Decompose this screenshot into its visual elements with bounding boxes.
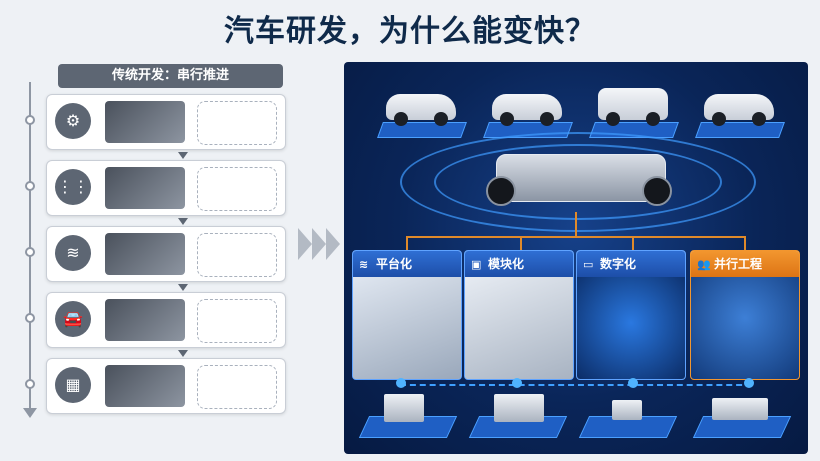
modules-image [465,277,573,379]
layers-icon: ≋ [359,258,369,271]
down-arrow-icon [178,284,188,291]
down-arrow-icon [178,218,188,225]
network-node [396,378,406,388]
robot-arms-image [578,390,678,440]
ecu-module-image [105,365,185,407]
chassis-image [105,233,185,275]
van-image [589,82,679,138]
connector-line [520,236,522,250]
stage-transmission: ⋮⋮ [46,160,286,216]
timeline-dot [25,379,35,389]
network-node [512,378,522,388]
stage-engine: ⚙ [46,94,286,150]
timeline-dot [25,115,35,125]
suv-image [483,82,573,138]
timeline-dot [25,313,35,323]
chassis-sketch-image [197,167,277,211]
gearshift-icon: ⋮⋮ [55,169,91,205]
car-body-icon: 🚘 [55,301,91,337]
card-digital-label: 数字化 [600,257,637,271]
car-sketch-image [197,101,277,145]
chevron-right-icon [326,228,340,260]
connector-line [406,236,408,250]
wheel-image [486,176,516,206]
down-arrow-icon [178,152,188,159]
office-building-image [358,390,458,440]
suspension-spring-icon: ≋ [55,235,91,271]
card-digital: ▭ 数字化 [576,250,686,380]
card-platform: ≋ 平台化 [352,250,462,380]
card-modular: ▣ 模块化 [464,250,574,380]
body-in-white-image [105,299,185,341]
traditional-development-panel: 传统开发：串行推进 ⚙ ⋮⋮ ≋ 🚘 ▦ [20,60,290,450]
team-meeting-image [691,277,799,379]
chevron-right-icon [298,228,312,260]
piston-icon: ⚙ [55,103,91,139]
connector-line [744,236,746,250]
chassis-sketch-image [197,233,277,277]
glow-ring [434,144,722,220]
factory-image [468,390,568,440]
monitor-chart-icon: ▭ [583,258,594,271]
card-concurrent-engineering: 👥并行工程 [690,250,800,380]
card-modular-label: 模块化 [488,257,525,271]
digital-twin-image [577,277,685,379]
car-sketch-image [197,365,277,409]
crossover-image [695,82,785,138]
timeline-dot [25,247,35,257]
engine-image [105,101,185,143]
timeline-arrow-icon [23,408,37,418]
sedan-image [377,82,467,138]
timeline-dot [25,181,35,191]
stage-chassis: ≋ [46,226,286,282]
network-node [628,378,638,388]
down-arrow-icon [178,350,188,357]
glow-ring [400,132,756,232]
modern-development-panel: ≋ 平台化 ▣ 模块化 ▭ 数字化 👥并行工程 [344,62,808,454]
wheel-image [642,176,672,206]
car-sketch-image [197,299,277,343]
platform-chassis-image [353,277,461,379]
truck-image [692,390,792,440]
cube-icon: ▣ [471,258,482,271]
chip-icon: ▦ [55,367,91,403]
stage-electronics: ▦ [46,358,286,414]
connector-line [575,212,577,236]
team-icon: 👥 [697,258,711,271]
chevron-right-icon [312,228,326,260]
traditional-development-header: 传统开发：串行推进 [58,64,283,88]
card-platform-label: 平台化 [376,257,413,271]
page-title: 汽车研发，为什么能变快？ [224,14,596,49]
skateboard-platform-image [496,154,666,202]
connector-line [406,236,746,238]
connector-line [632,236,634,250]
transmission-image [105,167,185,209]
card-concurrent-label: 并行工程 [714,257,763,271]
network-line [400,384,752,386]
stage-body: 🚘 [46,292,286,348]
network-node [744,378,754,388]
